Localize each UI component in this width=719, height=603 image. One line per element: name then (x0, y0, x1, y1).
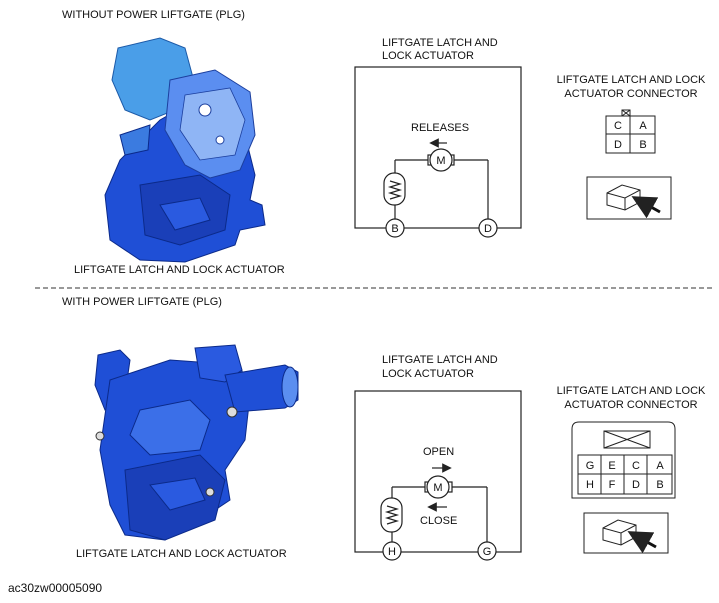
photo-caption-top: LIFTGATE LATCH AND LOCK ACTUATOR (74, 264, 285, 276)
schematic-title-bottom-line2: LOCK ACTUATOR (382, 368, 474, 380)
pin-h: H (586, 479, 594, 491)
pin-f: F (609, 479, 616, 491)
motor-symbol-bottom (426, 475, 450, 499)
switch-symbol (383, 172, 406, 206)
connector-view-top (586, 176, 672, 220)
pin-a-top: A (639, 120, 647, 132)
pin-d-top: D (614, 139, 622, 151)
pin-a-bottom: A (656, 460, 664, 472)
schematic-title-bottom-line1: LIFTGATE LATCH AND (382, 354, 498, 366)
switch-symbol (380, 497, 403, 533)
pin-b-top: B (639, 139, 646, 151)
pin-b-bottom: B (656, 479, 663, 491)
motor-label-bottom: M (433, 482, 442, 494)
actuator-box-top (354, 66, 522, 229)
insert-arrow-icon (627, 531, 657, 554)
pin-d-bottom: D (632, 479, 640, 491)
motor-label-top: M (436, 155, 445, 167)
photo-caption-bottom: LIFTGATE LATCH AND LOCK ACTUATOR (76, 548, 287, 560)
releases-label: RELEASES (411, 122, 470, 134)
actuator-box-bottom (354, 390, 522, 553)
figure-id: ac30zw00005090 (8, 581, 103, 595)
svg-text:D: D (484, 223, 492, 235)
pin-e: E (608, 460, 615, 472)
connector-face-bottom (571, 421, 676, 499)
latch-actuator-illustration-bottom (94, 344, 299, 541)
coil-zigzag (384, 505, 400, 525)
pin-g: G (586, 460, 595, 472)
svg-text:G: G (483, 546, 492, 558)
schematic-bottom (354, 390, 522, 553)
schematic-title-top-line2: LOCK ACTUATOR (382, 50, 474, 62)
schematic-top (354, 66, 522, 229)
connector-title-bottom-line2: ACTUATOR CONNECTOR (564, 399, 698, 411)
terminal-d: D (478, 218, 498, 238)
terminal-h: H (382, 541, 402, 561)
connector-face-top (605, 109, 656, 154)
terminal-g: G (477, 541, 497, 561)
latch-actuator-illustration-top (104, 37, 266, 263)
connector-title-bottom-line1: LIFTGATE LATCH AND LOCK (556, 385, 706, 397)
schematic-title-top-line1: LIFTGATE LATCH AND (382, 37, 498, 49)
pin-c-top: C (614, 120, 622, 132)
connector-view-bottom (583, 512, 669, 554)
section-heading-without-plg: WITHOUT POWER LIFTGATE (PLG) (62, 9, 245, 21)
connector-title-top-line2: ACTUATOR CONNECTOR (564, 88, 698, 100)
insert-arrow-icon (631, 196, 661, 219)
section-heading-with-plg: WITH POWER LIFTGATE (PLG) (62, 296, 222, 308)
svg-text:H: H (388, 546, 396, 558)
open-label: OPEN (423, 446, 455, 458)
close-label: CLOSE (420, 515, 458, 527)
svg-text:B: B (391, 223, 398, 235)
motor-symbol-top (429, 148, 453, 172)
coil-zigzag (387, 180, 403, 200)
terminal-b: B (385, 218, 405, 238)
pin-c-bottom: C (632, 460, 640, 472)
connector-title-top-line1: LIFTGATE LATCH AND LOCK (556, 74, 706, 86)
